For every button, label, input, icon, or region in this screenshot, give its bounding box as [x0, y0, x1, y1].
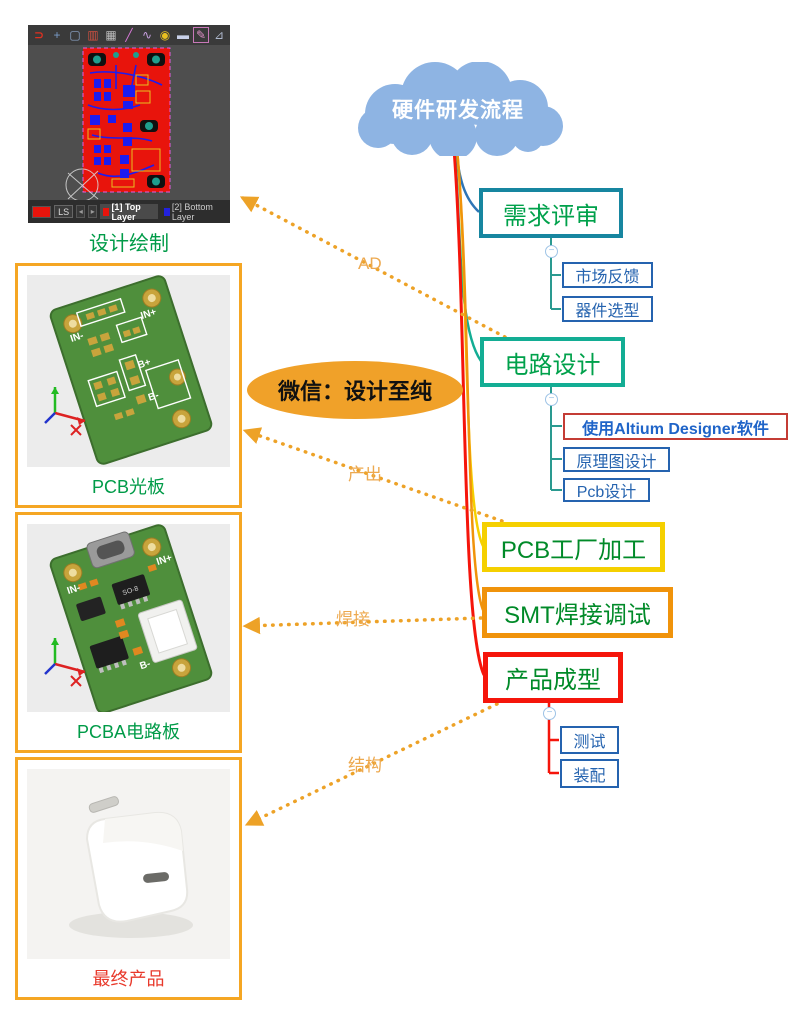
- caption-final-product: 最终产品: [92, 969, 165, 989]
- altium-screenshot: ⊃ + ▢ ▥ ▦ ╱ ∿ ◉ ▬ ✎ ⊿: [28, 25, 230, 223]
- arrow-label-solder: 焊接: [336, 610, 370, 629]
- edge-cloud-requirements: [454, 148, 480, 213]
- silkscreen-in-plus: IN+: [155, 553, 174, 568]
- node-pcb-factory[interactable]: PCB工厂加工: [482, 522, 665, 572]
- pad-icon: ▬: [177, 28, 189, 42]
- ic-label: SO-8: [122, 585, 140, 597]
- final-product-box: 最终产品: [15, 757, 242, 1000]
- node-altium-designer[interactable]: 使用Altium Designer软件: [563, 413, 788, 440]
- node-test[interactable]: 测试: [560, 726, 619, 754]
- layer-prev-icon[interactable]: ◂: [76, 205, 86, 218]
- charger-render: [69, 796, 193, 938]
- axis-triad-icon: [44, 387, 86, 436]
- node-market-feedback[interactable]: 市场反馈: [562, 262, 653, 288]
- bottom-layer-color-icon: [163, 207, 170, 216]
- node-requirements[interactable]: 需求评审: [479, 188, 623, 238]
- bottom-layer-tab[interactable]: [2] Bottom Layer: [161, 201, 226, 222]
- edge-cloud-circuit: [453, 148, 483, 362]
- silkscreen-in-plus: IN+: [139, 307, 158, 322]
- top-layer-label: [1] Top Layer: [111, 201, 141, 222]
- placement-chart-icon: ▥: [87, 28, 99, 42]
- caption-pcba: PCBA电路板: [76, 722, 181, 742]
- silkscreen-b-plus: B+: [136, 357, 152, 372]
- bare-pcb-render: IN- IN+ B+ B-: [44, 275, 213, 465]
- cloud-shape-icon: [358, 61, 563, 160]
- arrow-label-ad: AD: [358, 254, 382, 273]
- node-pcb-design[interactable]: Pcb设计: [563, 478, 650, 502]
- crosshair-icon: +: [53, 28, 61, 42]
- pcba-render: SO-8 IN- IN+ B-: [44, 524, 213, 712]
- final-product-photo: [27, 769, 230, 959]
- top-layer-color-icon: [103, 207, 110, 216]
- bare-pcb-photo: IN- IN+ B+ B-: [27, 275, 230, 467]
- active-layer-swatch[interactable]: [32, 205, 52, 218]
- layer-next-icon[interactable]: ▸: [88, 205, 98, 218]
- component-icon: ▦: [105, 28, 117, 42]
- bare-pcb-box: IN- IN+ B+ B- PCB光板: [15, 263, 242, 508]
- pcba-box: SO-8 IN- IN+ B-: [15, 512, 242, 753]
- axis-triad-icon: [44, 638, 86, 687]
- bottom-layer-label: [2] Bottom Layer: [171, 201, 213, 222]
- top-layer-tab[interactable]: [1] Top Layer: [100, 201, 158, 222]
- via-icon: ◉: [159, 28, 171, 42]
- measure-icon: ⊿: [213, 28, 225, 42]
- root-title: 硬件研发流程: [392, 99, 524, 122]
- pcba-photo: SO-8 IN- IN+ B-: [27, 524, 230, 712]
- node-product-forming[interactable]: 产品成型: [483, 652, 623, 703]
- node-smt-solder[interactable]: SMT焊接调试: [482, 587, 673, 638]
- pcb-layout-drawing: [65, 47, 171, 200]
- node-assembly[interactable]: 装配: [560, 759, 619, 788]
- magnet-icon: ⊃: [33, 28, 45, 42]
- collapse-product-button[interactable]: −: [543, 707, 556, 720]
- node-schematic-design[interactable]: 原理图设计: [563, 447, 670, 472]
- selection-box-icon: ▢: [69, 28, 81, 42]
- pcb-editor-canvas: [28, 45, 230, 200]
- wave-icon: ∿: [141, 28, 153, 42]
- collapse-requirements-button[interactable]: −: [545, 245, 558, 258]
- node-circuit-design[interactable]: 电路设计: [480, 337, 625, 387]
- silkscreen-in-minus: IN-: [69, 330, 85, 345]
- node-component-selection[interactable]: 器件选型: [562, 296, 653, 322]
- draw-line-icon: ✎: [193, 27, 209, 43]
- silkscreen-in-minus: IN-: [66, 582, 82, 597]
- silkscreen-b-minus: B-: [147, 390, 160, 404]
- silkscreen-b-minus: B-: [139, 658, 152, 672]
- root-cloud[interactable]: [350, 61, 566, 160]
- collapse-circuit-button[interactable]: −: [545, 393, 558, 406]
- route-icon: ╱: [125, 28, 133, 42]
- caption-bare-pcb: PCB光板: [91, 477, 165, 497]
- layer-bar: LS ◂ ▸ [1] Top Layer [2] Bottom Layer: [28, 200, 230, 223]
- watermark-badge: 微信：设计至纯: [247, 361, 463, 419]
- arrow-label-output: 产出: [348, 465, 382, 484]
- altium-toolbar: ⊃ + ▢ ▥ ▦ ╱ ∿ ◉ ▬ ✎ ⊿: [28, 25, 230, 45]
- layer-set-button[interactable]: LS: [54, 205, 74, 218]
- arrow-label-structure: 结构: [348, 756, 382, 775]
- caption-design: 设计绘制: [89, 233, 169, 255]
